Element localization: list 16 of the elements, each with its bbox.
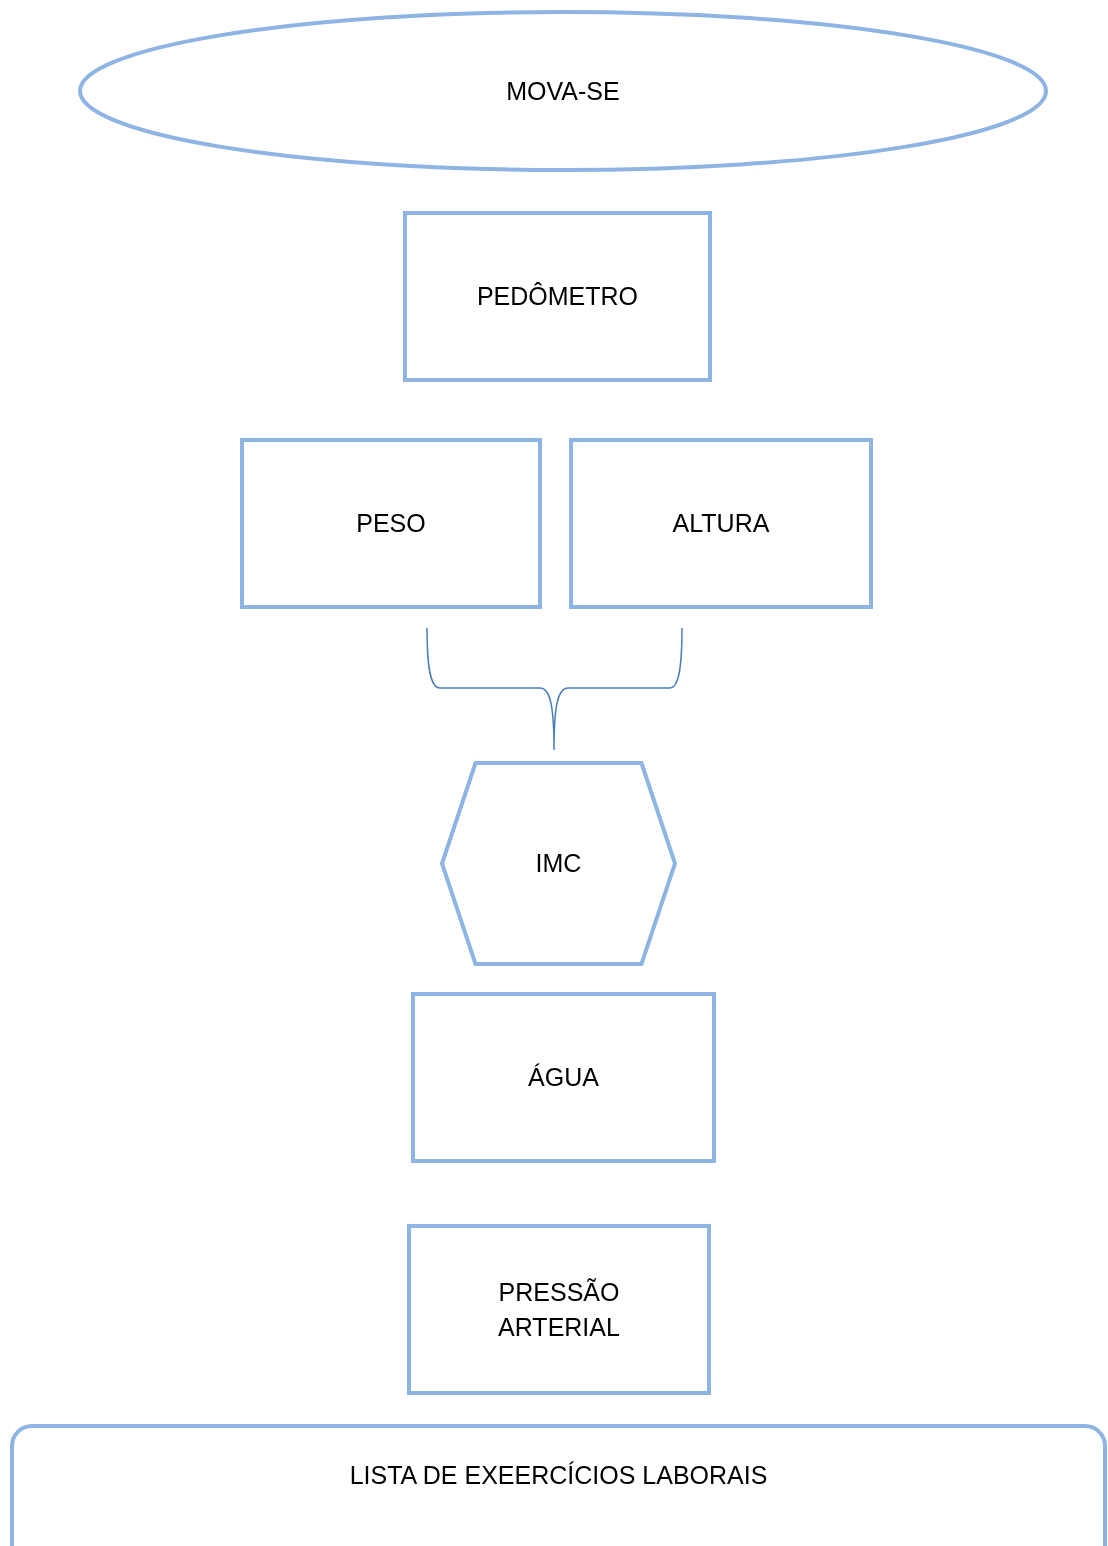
process-box — [403, 211, 712, 382]
node-label: LISTA DE EXEERCÍCIOS LABORAIS — [349, 1460, 768, 1491]
process-box — [407, 1224, 711, 1395]
hexagon-node — [440, 761, 677, 966]
node-label: ALTURA — [672, 508, 770, 539]
node-label: PESO — [356, 508, 426, 539]
process-box — [569, 438, 873, 609]
node-label: MOVA-SE — [506, 75, 620, 107]
node-label: IMC — [535, 848, 582, 879]
rounded-box — [10, 1424, 1107, 1546]
ellipse-node — [78, 10, 1048, 172]
process-box — [240, 438, 542, 609]
node-label: ÁGUA — [528, 1062, 599, 1093]
node-label: PRESSÃO ARTERIAL — [497, 1276, 621, 1343]
process-box — [411, 992, 716, 1163]
node-label: PEDÔMETRO — [476, 281, 639, 312]
